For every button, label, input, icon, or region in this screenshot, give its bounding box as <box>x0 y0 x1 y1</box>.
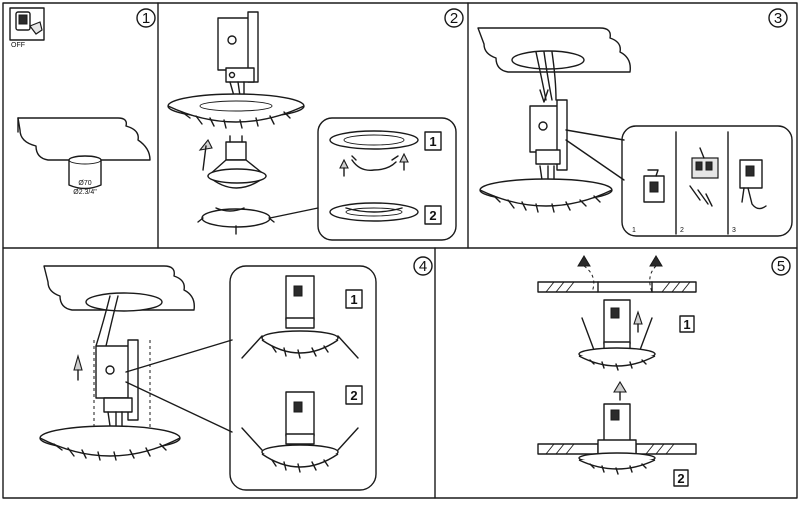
gu10-bulb <box>198 135 267 189</box>
light-fixture-ring <box>39 411 181 461</box>
hole-diameter-label: Ø70 <box>78 180 91 187</box>
step-5-option-a-box <box>679 315 695 333</box>
step-5-option-b: 2 <box>677 471 684 486</box>
step-4-panel: 4 <box>39 256 433 491</box>
wiring-sub-a: 1 <box>632 227 636 234</box>
driver-box <box>95 339 139 421</box>
step-4-option-b: 2 <box>350 388 357 403</box>
step-3-number-circle <box>768 8 788 28</box>
step-1-panel: 1 OFF Ø70 Ø2.3/4" <box>9 7 156 196</box>
step-2-option-a: 1 <box>429 134 436 149</box>
down-arrow-icon <box>539 89 549 103</box>
power-switch-icon: OFF <box>9 7 45 49</box>
ceiling-with-hole <box>43 265 195 347</box>
step-4-number: 4 <box>419 258 427 275</box>
fixture-installed: 2 <box>537 403 697 487</box>
step-4-number-circle <box>413 256 433 276</box>
step-5-option-b-box <box>673 469 689 487</box>
light-fixture-ring <box>167 81 305 129</box>
up-arrow-icon <box>649 255 663 267</box>
ceiling-with-hole <box>477 27 631 101</box>
driver-box <box>529 99 568 171</box>
switch-off-label: OFF <box>11 42 25 49</box>
hole-diameter-inch-label: Ø2.3/4" <box>73 189 97 196</box>
step-2-option-a-box <box>424 131 442 151</box>
step-5-number-circle <box>771 256 791 276</box>
step-2-option-b-box <box>424 205 442 225</box>
wiring-detail-box: 1 2 3 <box>621 125 793 237</box>
step-2-option-b: 2 <box>429 208 436 223</box>
up-arrow-icon <box>577 255 591 267</box>
fixture-inserting: 1 <box>578 299 695 371</box>
wiring-sub-b: 2 <box>680 227 684 234</box>
light-fixture-ring <box>479 165 613 213</box>
step-4-detail-box: 1 2 <box>229 265 377 491</box>
step-4-option-a-box <box>345 289 363 309</box>
panel-frames <box>2 2 798 499</box>
retaining-clip <box>197 207 275 235</box>
step-1-number: 1 <box>142 10 150 27</box>
ceiling-cutout: Ø70 Ø2.3/4" <box>17 117 151 196</box>
step-2-number-circle <box>444 8 464 28</box>
step-3-number: 3 <box>774 10 782 27</box>
step-2-detail-box: 1 2 <box>317 117 457 241</box>
step-5-number: 5 <box>777 258 785 275</box>
ceiling-board-top <box>537 281 697 293</box>
step-5-panel: 5 1 <box>537 255 791 487</box>
driver-box <box>217 11 259 83</box>
step-4-option-a: 1 <box>350 292 357 307</box>
wiring-sub-c: 3 <box>732 227 736 234</box>
up-arrow-icon <box>73 353 83 371</box>
up-arrow-icon <box>613 380 627 393</box>
step-5-option-a: 1 <box>683 317 690 332</box>
step-4-option-b-box <box>345 385 363 405</box>
step-2-number: 2 <box>450 10 458 27</box>
step-3-panel: 3 <box>477 8 793 237</box>
step-1-number-circle <box>136 8 156 28</box>
step-2-panel: 2 <box>167 8 464 241</box>
